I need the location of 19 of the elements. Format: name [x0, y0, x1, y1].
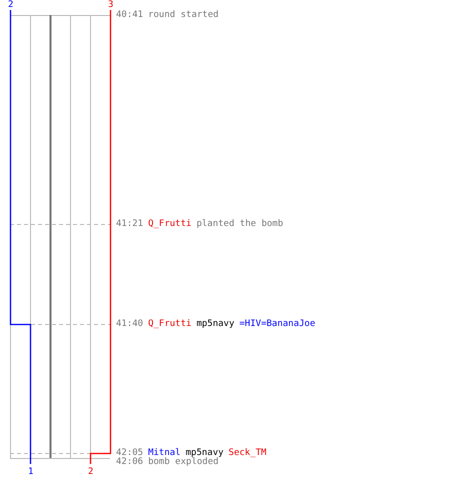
- track-number: 2: [88, 468, 94, 477]
- weapon-name: mp5navy: [186, 448, 224, 458]
- weapon-name: mp5navy: [196, 319, 234, 329]
- timestamp: 42:06: [116, 457, 144, 467]
- event-text: planted the bomb: [196, 219, 284, 229]
- timestamp: 42:05: [116, 448, 144, 458]
- track-number: 1: [28, 468, 34, 477]
- player-name: =HIV=BananaJoe: [239, 319, 316, 329]
- event-text: round started: [148, 10, 219, 20]
- player-name: Q_Frutti: [148, 219, 192, 229]
- player-name: Mitnal: [148, 448, 181, 458]
- track-number: 3: [108, 1, 114, 10]
- event-text: bomb exploded: [148, 457, 219, 467]
- player-name: Seck_TM: [228, 448, 266, 458]
- track-number: 2: [8, 1, 14, 10]
- timestamp: 41:21: [116, 219, 144, 229]
- player-name: Q_Frutti: [148, 319, 192, 329]
- timestamp: 41:40: [116, 319, 144, 329]
- timestamp: 40:41: [116, 10, 144, 20]
